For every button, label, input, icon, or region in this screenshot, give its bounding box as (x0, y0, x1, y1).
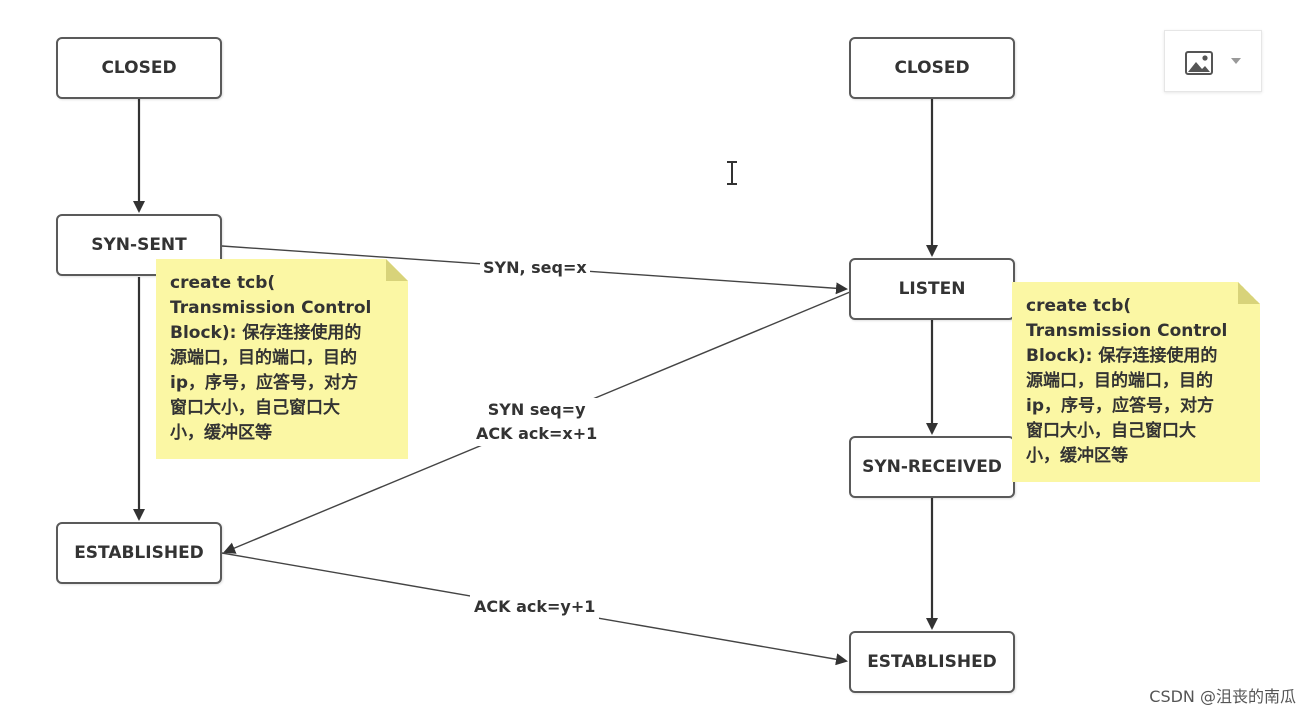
text-cursor-icon (727, 161, 737, 185)
server-closed-label: CLOSED (894, 58, 970, 78)
syn-ack-message-label: SYN seq=y ACK ack=x+1 (472, 398, 602, 446)
client-closed-state[interactable]: CLOSED (56, 37, 222, 99)
server-tcb-note[interactable]: create tcb( Transmission Control Block):… (1012, 282, 1260, 482)
syn-message-label: SYN, seq=x (480, 256, 590, 280)
client-established-label: ESTABLISHED (74, 543, 204, 563)
server-tcb-note-text: create tcb( Transmission Control Block):… (1026, 296, 1228, 466)
server-listen-state[interactable]: LISTEN (849, 258, 1015, 320)
server-established-label: ESTABLISHED (867, 652, 997, 672)
client-syn-sent-label: SYN-SENT (91, 235, 187, 255)
image-icon (1185, 51, 1213, 75)
server-closed-state[interactable]: CLOSED (849, 37, 1015, 99)
client-syn-sent-state[interactable]: SYN-SENT (56, 214, 222, 276)
client-tcb-note-text: create tcb( Transmission Control Block):… (170, 273, 372, 443)
client-tcb-note[interactable]: create tcb( Transmission Control Block):… (156, 259, 408, 459)
server-listen-label: LISTEN (898, 279, 966, 299)
insert-image-button[interactable] (1164, 30, 1262, 92)
server-established-state[interactable]: ESTABLISHED (849, 631, 1015, 693)
chevron-down-icon[interactable] (1231, 57, 1241, 65)
server-syn-received-state[interactable]: SYN-RECEIVED (849, 436, 1015, 498)
client-closed-label: CLOSED (101, 58, 177, 78)
server-syn-received-label: SYN-RECEIVED (862, 457, 1002, 477)
csdn-watermark: CSDN @沮丧的南瓜 (1149, 687, 1296, 706)
ack-message-label: ACK ack=y+1 (470, 595, 600, 619)
client-established-state[interactable]: ESTABLISHED (56, 522, 222, 584)
